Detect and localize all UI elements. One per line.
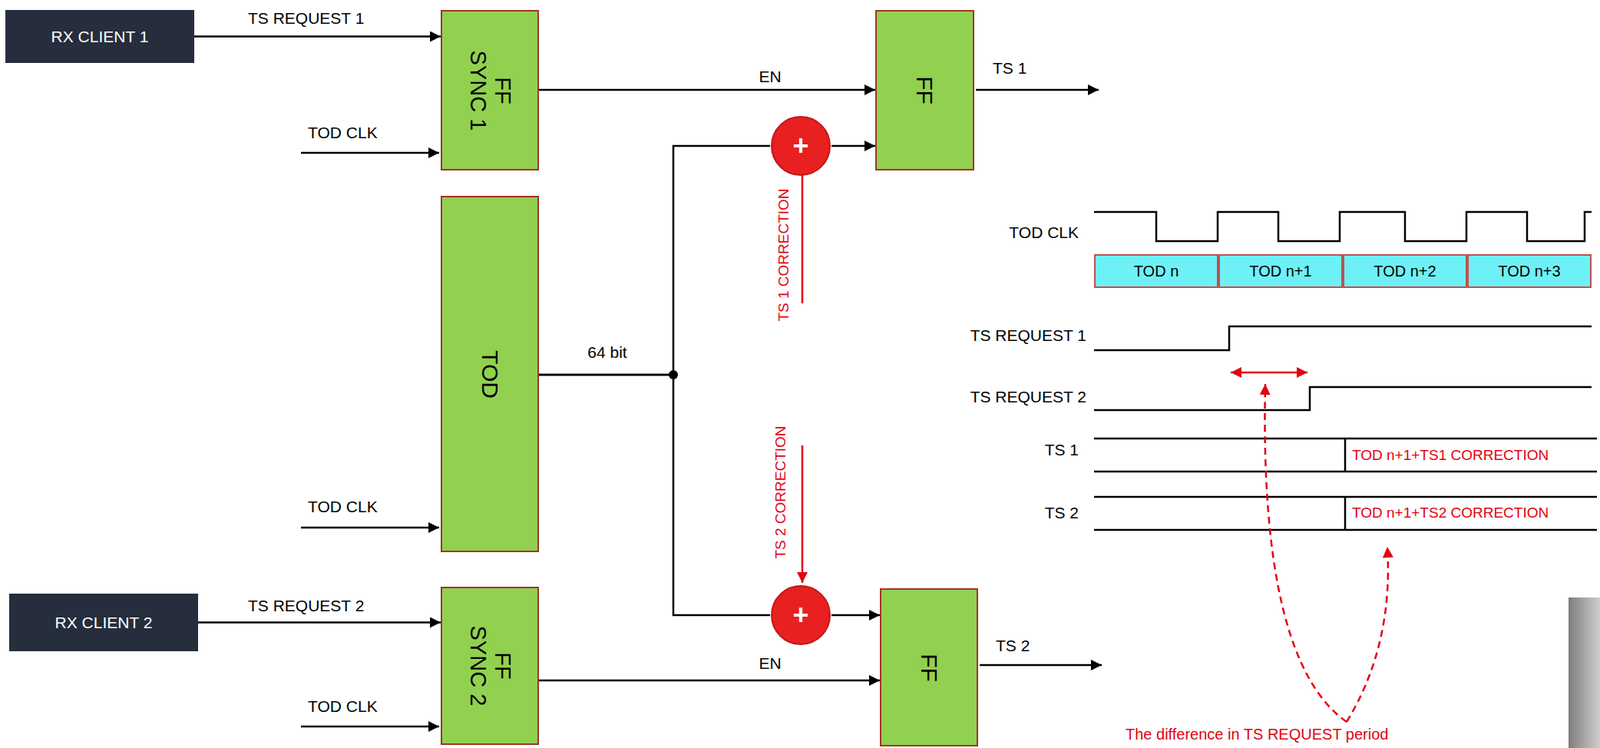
node-label: TOD n (1133, 262, 1180, 280)
annotation-note: The difference in TS REQUEST period (1125, 725, 1389, 744)
grey-bar (1568, 597, 1600, 748)
node-label: FF (916, 653, 943, 682)
signal-wire (194, 35, 441, 38)
node-label: FF SYNC 2 (465, 624, 515, 708)
node-label: TOD n+1 (1249, 262, 1312, 280)
clock-input-wire (300, 152, 440, 155)
signal-label: TS 2 (995, 636, 1030, 655)
node-label: FF (912, 76, 938, 105)
bus-value: TOD n+1+TS2 CORRECTION (1352, 504, 1549, 522)
signal-label: TS 1 (1044, 440, 1079, 460)
timing-cell: TOD n+1 (1218, 254, 1343, 288)
timing-cell: TOD n+2 (1342, 254, 1468, 288)
client-box: RX CLIENT 2 (9, 593, 199, 652)
node-label: FF SYNC 1 (465, 49, 515, 132)
clock-input-wire (300, 725, 440, 728)
adder-circle-shape (771, 585, 830, 645)
signal-wire (831, 614, 880, 617)
request-waveform (1094, 326, 1592, 351)
signal-label: TS REQUEST 2 (970, 387, 1087, 407)
signal-wire (538, 679, 880, 682)
signal-wire (831, 145, 876, 148)
timing-cell: TOD n (1094, 254, 1219, 288)
clock-input-wire (300, 526, 440, 529)
sync-flipflop: FF SYNC 1 (440, 9, 539, 171)
client-box: RX CLIENT 1 (5, 9, 195, 63)
request-waveform (1094, 386, 1592, 410)
bus-waveform (1094, 438, 1597, 472)
signal-wire (538, 89, 876, 92)
signal-label: EN (758, 654, 781, 673)
node-label: + (792, 130, 809, 162)
signal-wire (198, 621, 441, 624)
signal-label: TOD CLK (1008, 223, 1079, 242)
adder-circle: + (770, 115, 832, 177)
signal-label: TS REQUEST 2 (247, 596, 364, 615)
adder-circle: + (770, 584, 832, 646)
output-wire (979, 664, 1102, 667)
correction-label: TS 2 CORRECTION (772, 425, 790, 559)
clock-waveform (1094, 211, 1592, 242)
adder-circle-shape (771, 116, 830, 176)
note-arrow (1346, 546, 1389, 722)
node-label: RX CLIENT 1 (51, 27, 149, 46)
signal-label: TS 2 (1044, 503, 1079, 523)
bus-value: TOD n+1+TS1 CORRECTION (1352, 446, 1549, 464)
correction-label: TS 1 CORRECTION (775, 188, 793, 321)
node-label: TOD n+2 (1373, 262, 1436, 280)
signal-label: TS 1 (992, 59, 1027, 78)
signal-wire (538, 145, 771, 375)
node-label: RX CLIENT 2 (55, 613, 153, 632)
node-label: + (792, 599, 809, 631)
signal-label: TS REQUEST 1 (247, 9, 364, 28)
node-label: TOD n+3 (1497, 262, 1561, 280)
skew-arrow (1230, 371, 1308, 374)
timing-cell: TOD n+3 (1467, 254, 1592, 288)
sync-flipflop: FF SYNC 2 (440, 586, 539, 745)
signal-label: TS REQUEST 1 (970, 326, 1087, 345)
tod-counter: TOD (440, 195, 539, 553)
node-label: TOD (476, 350, 503, 399)
signal-label: TOD CLK (307, 123, 378, 143)
flipflop-box: FF (875, 9, 975, 171)
signal-label: TOD CLK (307, 497, 378, 516)
output-wire (975, 89, 1099, 92)
note-arrow (1264, 383, 1347, 722)
flipflop-box: FF (879, 588, 979, 747)
bus-waveform (1094, 496, 1597, 530)
signal-wire (538, 374, 771, 615)
correction-arrow (801, 445, 804, 583)
signal-label: EN (758, 67, 781, 86)
bus-width-label: 64 bit (587, 343, 627, 362)
signal-label: TOD CLK (307, 697, 378, 716)
